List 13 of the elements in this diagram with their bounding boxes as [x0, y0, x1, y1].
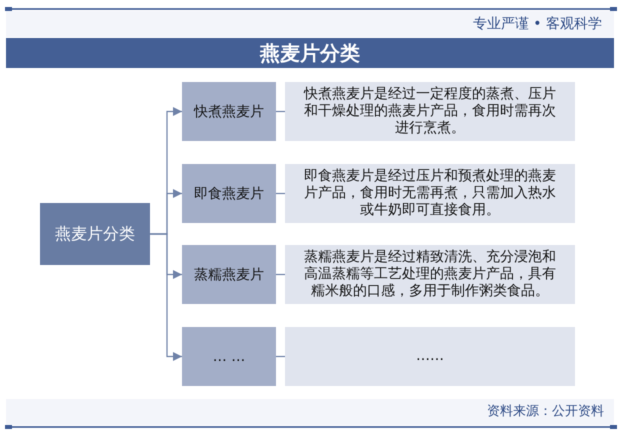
- source-note: 资料来源：公开资料: [487, 403, 604, 421]
- arrow: [150, 233, 182, 361]
- category-box: 快煮燕麦片: [182, 82, 276, 141]
- description-box: ……: [285, 327, 575, 386]
- category-box: 蒸糯燕麦片: [182, 245, 276, 304]
- category-box: … …: [182, 327, 276, 386]
- root-box: 燕麦片分类: [40, 203, 150, 265]
- title-banner: 燕麦片分类: [6, 38, 614, 68]
- slogan-text: 专业严谨 • 客观科学: [472, 15, 602, 33]
- description-box: 即食燕麦片是经过压片和预煮处理的燕麦片产品，食用时无需再煮，只需加入热水或牛奶即可直接食用。: [285, 164, 575, 223]
- category-box: 即食燕麦片: [182, 164, 276, 223]
- description-box: 蒸糯燕麦片是经过精致清洗、充分浸泡和高温蒸糯等工艺处理的燕麦片产品，具有糯米般的口感，多用于制作粥类食品。: [285, 245, 575, 304]
- description-box: 快煮燕麦片是经过一定程度的蒸煮、压片和干燥处理的燕麦片产品，食用时需再次进行烹煮。: [285, 82, 575, 141]
